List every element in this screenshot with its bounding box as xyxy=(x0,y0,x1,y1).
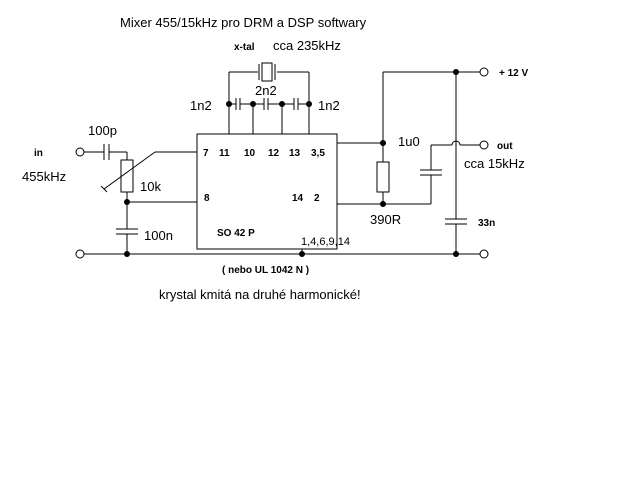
ground-right-terminal xyxy=(479,249,489,259)
ground-left-terminal xyxy=(75,249,85,259)
resistor-r-load-value: 390R xyxy=(370,212,401,227)
ic-ground-pins: 1,4,6,9,14 xyxy=(301,236,350,248)
ic-top-pin-labels: 7 11 10 12 13 3,5 xyxy=(203,148,325,159)
ic-pin-8: 8 xyxy=(204,193,210,204)
ic-body xyxy=(196,133,338,250)
ic-pin-2: 2 xyxy=(314,193,320,204)
crystal-network xyxy=(226,62,312,134)
ic-alternative: ( nebo UL 1042 N ) xyxy=(222,265,309,276)
ic-pin-13: 13 xyxy=(289,148,301,159)
output-frequency: cca 15kHz xyxy=(464,156,525,171)
supply-terminal xyxy=(479,67,489,77)
footnote: krystal kmitá na druhé harmonické! xyxy=(159,287,361,302)
ic-pin-11: 11 xyxy=(219,148,230,159)
ic-pin-12: 12 xyxy=(268,148,280,159)
ic-pin-7: 7 xyxy=(203,148,209,159)
input-network xyxy=(75,144,197,254)
ic-pin-3-5: 3,5 xyxy=(311,148,325,159)
cap-c-mid-value: 2n2 xyxy=(255,83,277,98)
cap-c-left-value: 1n2 xyxy=(190,98,212,113)
input-terminal xyxy=(75,147,85,157)
ic-pin-10: 10 xyxy=(244,148,256,159)
output-network xyxy=(337,67,489,254)
cap-c-gnd-value: 100n xyxy=(144,228,173,243)
supply-label: + 12 V xyxy=(499,68,529,79)
pot-value: 10k xyxy=(140,179,161,194)
ic-name: SO 42 P xyxy=(217,228,255,239)
input-frequency: 455kHz xyxy=(22,169,66,184)
cap-c-right-value: 1n2 xyxy=(318,98,340,113)
ic-pin-14: 14 xyxy=(292,193,304,204)
output-terminal xyxy=(479,140,489,150)
ground-rail xyxy=(75,249,489,259)
crystal-label: x-tal xyxy=(234,42,255,53)
output-label: out xyxy=(497,141,513,152)
diagram-title: Mixer 455/15kHz pro DRM a DSP softwary xyxy=(120,15,367,30)
input-label: in xyxy=(34,148,43,159)
cap-c-supply-value: 33n xyxy=(478,218,495,229)
cap-c-out-value: 1u0 xyxy=(398,134,420,149)
cap-c-in-value: 100p xyxy=(88,123,117,138)
crystal-frequency: cca 235kHz xyxy=(273,38,341,53)
